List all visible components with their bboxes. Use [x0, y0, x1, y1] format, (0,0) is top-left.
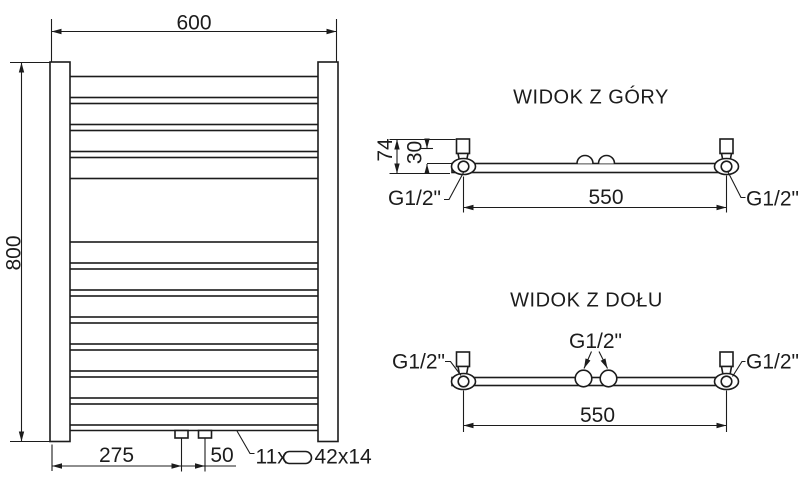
bottom-connection-stub: [197, 429, 213, 439]
center-connection-bump: [597, 154, 616, 164]
thread-label-right: G1/2": [727, 170, 799, 211]
thread-label-left: G1/2": [388, 172, 464, 210]
rung-bar: [68, 156, 320, 180]
thread-value: G1/2": [569, 330, 622, 353]
leader-line: [727, 170, 746, 199]
thread-value: G1/2": [746, 351, 799, 374]
thread-port: [457, 375, 470, 388]
thread-port: [457, 160, 470, 173]
rung-bar: [68, 241, 320, 264]
right-rail: [317, 61, 339, 443]
leader-line: [732, 360, 746, 377]
dimension-bottom-connections: 275 50: [51, 438, 236, 472]
dimension-bracket-offset: 30: [404, 138, 452, 174]
dimension-connection-spacing: 550: [462, 390, 728, 432]
bottom-view-title: WIDOK Z DOŁU: [510, 290, 663, 312]
top-view: WIDOK Z GÓRY 74 30 G1/2": [374, 86, 799, 213]
rung-profile-label: 42x14: [315, 446, 373, 469]
center-connection-bump: [576, 154, 594, 164]
width-value: 600: [176, 12, 211, 35]
rung-bar: [68, 349, 320, 372]
thread-value: G1/2": [746, 188, 799, 211]
spacing-value: 50: [210, 444, 233, 467]
rung-bar: [68, 102, 320, 126]
leader-line: [444, 172, 464, 201]
center-connection-port: [599, 369, 618, 388]
top-view-bar: [451, 162, 730, 174]
dimension-height: 800: [3, 61, 50, 443]
leader-line: [598, 351, 608, 369]
rung-bar: [68, 295, 320, 318]
rung-bar: [68, 75, 320, 99]
height-value: 800: [3, 235, 26, 270]
leader-line: [445, 360, 462, 376]
front-view: 600 800 275 50 11x 42x14: [3, 12, 373, 472]
rung-bars: [68, 75, 320, 426]
thread-label-left: G1/2": [392, 351, 462, 376]
rung-bar: [68, 322, 320, 345]
top-view-title: WIDOK Z GÓRY: [513, 86, 669, 109]
offset-value: 275: [99, 444, 134, 467]
left-rail: [49, 61, 71, 443]
thread-port: [720, 160, 733, 173]
dimension-width: 600: [50, 12, 338, 62]
dimension-connection-spacing: 550: [462, 175, 728, 213]
spacing-value: 550: [588, 186, 623, 209]
rung-bar: [68, 376, 320, 399]
wall-bracket: [455, 351, 471, 368]
dimension-depth: 74: [374, 138, 456, 175]
depth-value: 74: [374, 138, 397, 162]
rung-bar: [68, 129, 320, 153]
thread-port: [720, 375, 733, 388]
leader-line: [236, 430, 255, 455]
spacing-value: 550: [580, 404, 615, 427]
bottom-connection-stub: [174, 429, 189, 439]
thread-label-center: G1/2": [569, 330, 622, 369]
center-connection-port: [574, 369, 593, 388]
rung-bar: [68, 268, 320, 291]
wall-bracket: [455, 138, 471, 155]
bracket-offset-value: 30: [404, 141, 427, 164]
thread-label-right: G1/2": [732, 351, 799, 377]
wall-bracket: [719, 351, 734, 368]
rung-profile-callout: 11x 42x14: [236, 430, 373, 469]
leader-line: [583, 351, 593, 369]
rung-bar: [68, 403, 320, 426]
bottom-view: WIDOK Z DOŁU G1/2" G1/2" G1/2": [392, 290, 799, 432]
thread-value: G1/2": [392, 351, 445, 374]
wall-bracket: [719, 138, 734, 155]
rung-count-label: 11x: [256, 446, 289, 469]
rung-profile-icon: [282, 450, 313, 465]
thread-value: G1/2": [388, 187, 441, 210]
